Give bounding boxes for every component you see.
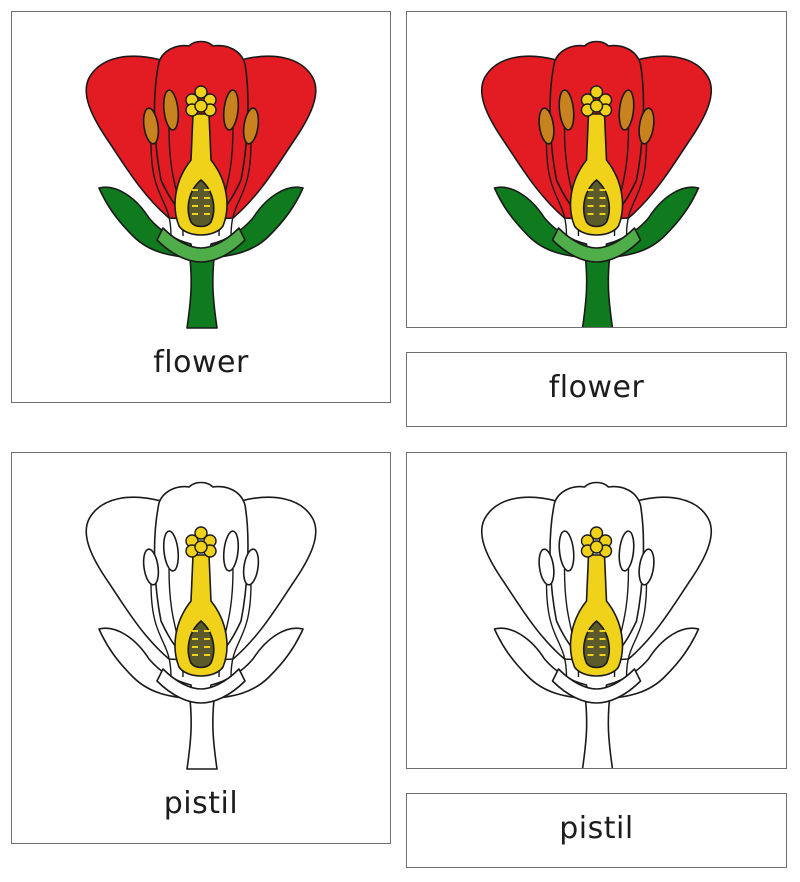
anther <box>162 530 180 572</box>
anther <box>618 530 635 572</box>
pistil-control-card: pistil <box>11 452 391 844</box>
pistil-control-label: pistil <box>163 786 239 821</box>
receptacle <box>551 227 642 263</box>
filament-1 <box>150 141 172 237</box>
filament-1 <box>150 582 172 678</box>
filament-4 <box>625 582 648 678</box>
filament-1 <box>545 141 568 237</box>
filament-4 <box>230 141 252 237</box>
flower-label-card: flower <box>406 352 787 427</box>
stigma <box>589 540 604 554</box>
receptacle <box>551 668 642 704</box>
anther <box>222 89 240 131</box>
flower-illustration <box>85 40 317 329</box>
receptacle <box>156 668 246 704</box>
anther <box>538 548 555 586</box>
anther <box>162 89 180 131</box>
pistil-picture-card <box>406 452 787 769</box>
anther <box>558 89 575 131</box>
stigma <box>194 526 208 540</box>
stigma <box>194 540 208 554</box>
anther <box>142 548 160 586</box>
anther <box>242 107 260 145</box>
stigma <box>589 526 604 540</box>
flower-control-label: flower <box>153 345 249 380</box>
anther <box>142 107 160 145</box>
anther <box>638 548 655 586</box>
anther <box>538 107 555 145</box>
filament-4 <box>625 141 648 237</box>
anther <box>242 548 260 586</box>
pistil-illustration <box>480 481 713 768</box>
anther <box>558 530 575 572</box>
stem <box>186 249 218 329</box>
anther <box>638 107 655 145</box>
stigma <box>194 85 208 99</box>
stem <box>581 690 614 768</box>
filament-1 <box>545 582 568 678</box>
anther <box>618 89 635 131</box>
stem <box>581 249 614 327</box>
filament-4 <box>230 582 252 678</box>
pistil-illustration <box>85 481 317 770</box>
flower-picture-card <box>406 11 787 328</box>
stigma <box>589 99 604 113</box>
stigma <box>194 99 208 113</box>
stigma <box>589 85 604 99</box>
stem <box>186 690 218 770</box>
receptacle <box>156 227 246 263</box>
flower-illustration <box>480 40 713 327</box>
pistil-label-card: pistil <box>406 793 787 868</box>
flower-control-card: flower <box>11 11 391 403</box>
flower-label: flower <box>548 370 645 405</box>
pistil-label: pistil <box>559 811 634 846</box>
anther <box>222 530 240 572</box>
